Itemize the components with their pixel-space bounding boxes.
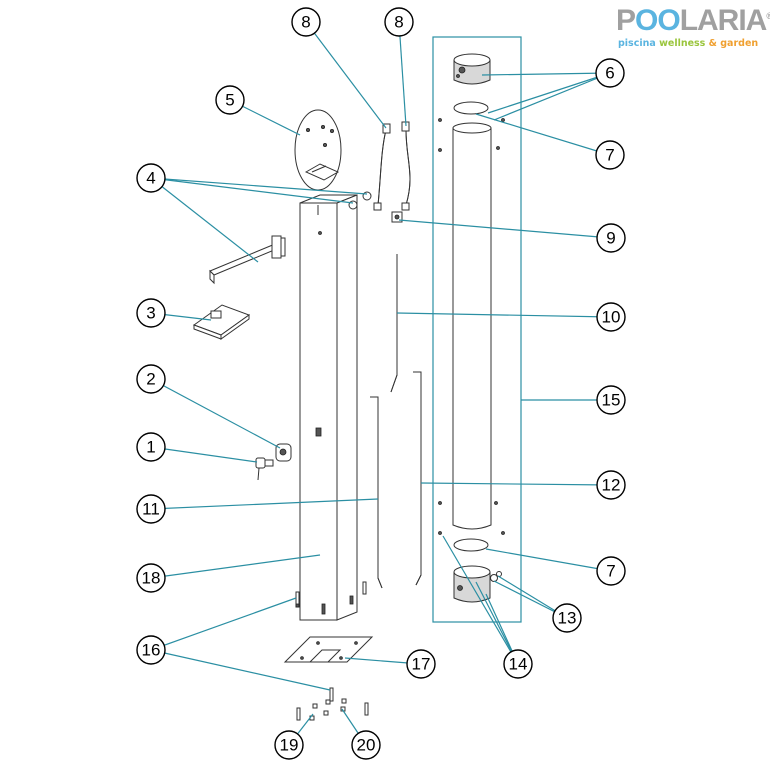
- callout-11: 11: [136, 494, 166, 524]
- callout-8-left: 8: [291, 7, 321, 37]
- svg-text:20: 20: [357, 736, 376, 755]
- svg-text:10: 10: [602, 308, 621, 327]
- leader-lines: [150, 21, 612, 746]
- svg-text:2: 2: [146, 370, 155, 389]
- lever-handle: [255, 457, 274, 481]
- svg-text:12: 12: [602, 476, 621, 495]
- callout-1: 1: [136, 432, 166, 462]
- svg-text:8: 8: [301, 13, 310, 32]
- svg-text:4: 4: [146, 169, 155, 188]
- callout-10: 10: [596, 302, 626, 332]
- svg-text:5: 5: [225, 91, 234, 110]
- flexible-hoses: [373, 121, 411, 211]
- bolts: [296, 698, 369, 721]
- shower-head: [192, 304, 251, 340]
- callout-7-bottom: 7: [596, 556, 626, 586]
- callout-19: 19: [274, 730, 304, 760]
- callout-6: 6: [595, 58, 625, 88]
- brand-wordmark: POOLARIA®: [616, 4, 770, 37]
- callout-20: 20: [351, 730, 381, 760]
- svg-text:19: 19: [280, 736, 299, 755]
- callout-9: 9: [596, 223, 626, 253]
- svg-text:9: 9: [606, 229, 615, 248]
- svg-text:17: 17: [412, 655, 431, 674]
- callout-3: 3: [136, 298, 166, 328]
- callout-7-top: 7: [595, 140, 625, 170]
- callout-5: 5: [215, 85, 245, 115]
- rigid-pipe-10: [390, 254, 398, 393]
- svg-text:11: 11: [142, 500, 160, 519]
- callout-17: 17: [406, 649, 436, 679]
- callout-15: 15: [596, 385, 626, 415]
- svg-text:6: 6: [605, 64, 614, 83]
- callout-12: 12: [596, 470, 626, 500]
- callout-14: 14: [503, 649, 533, 679]
- brand-logo: POOLARIA® piscina wellness & garden: [612, 4, 770, 54]
- svg-text:7: 7: [606, 562, 615, 581]
- rigid-pipe-11: [362, 396, 383, 595]
- main-column: [299, 194, 358, 621]
- callout-16: 16: [136, 635, 166, 665]
- rigid-pipe-12: [413, 371, 422, 586]
- cap-detail: [294, 109, 342, 191]
- svg-text:13: 13: [558, 609, 577, 628]
- callout-13: 13: [552, 603, 582, 633]
- accumulator-assembly: [432, 36, 522, 623]
- brand-tagline: piscina wellness & garden: [618, 38, 759, 49]
- elbow-fitting: [391, 211, 403, 223]
- svg-text:14: 14: [509, 655, 528, 674]
- callout-4: 4: [136, 163, 166, 193]
- anchor-studs: [295, 591, 334, 702]
- callout-18: 18: [136, 563, 166, 593]
- svg-text:16: 16: [142, 641, 161, 660]
- svg-text:1: 1: [146, 438, 155, 457]
- shower-arm: [209, 191, 372, 285]
- svg-text:3: 3: [146, 304, 155, 323]
- base-plate: [283, 636, 374, 663]
- svg-text:18: 18: [142, 569, 161, 588]
- callout-8-right: 8: [384, 7, 414, 37]
- svg-text:7: 7: [605, 146, 614, 165]
- callout-2: 2: [136, 364, 166, 394]
- svg-text:8: 8: [394, 13, 403, 32]
- svg-text:15: 15: [602, 391, 621, 410]
